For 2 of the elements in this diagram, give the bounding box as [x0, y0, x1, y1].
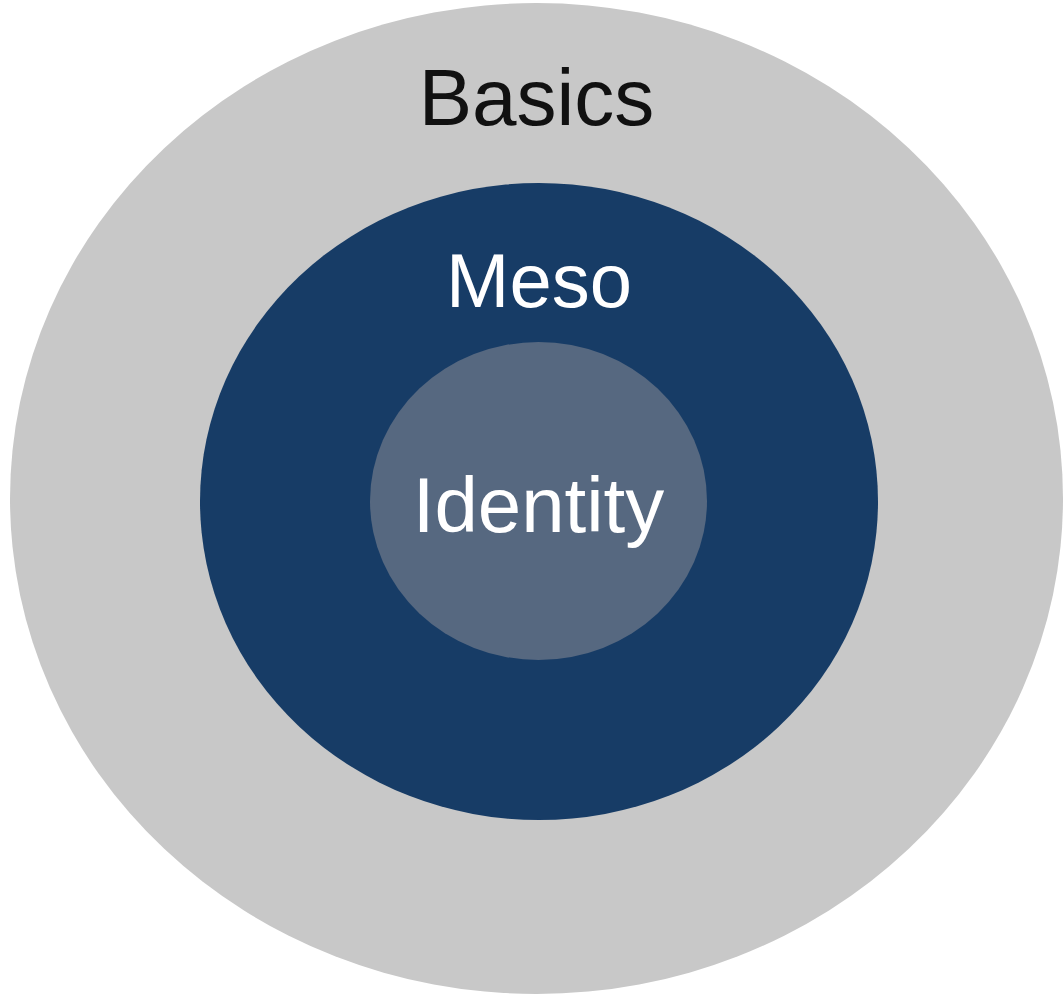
- circle-label: Meso: [446, 243, 632, 319]
- circle-label: Basics: [418, 58, 655, 138]
